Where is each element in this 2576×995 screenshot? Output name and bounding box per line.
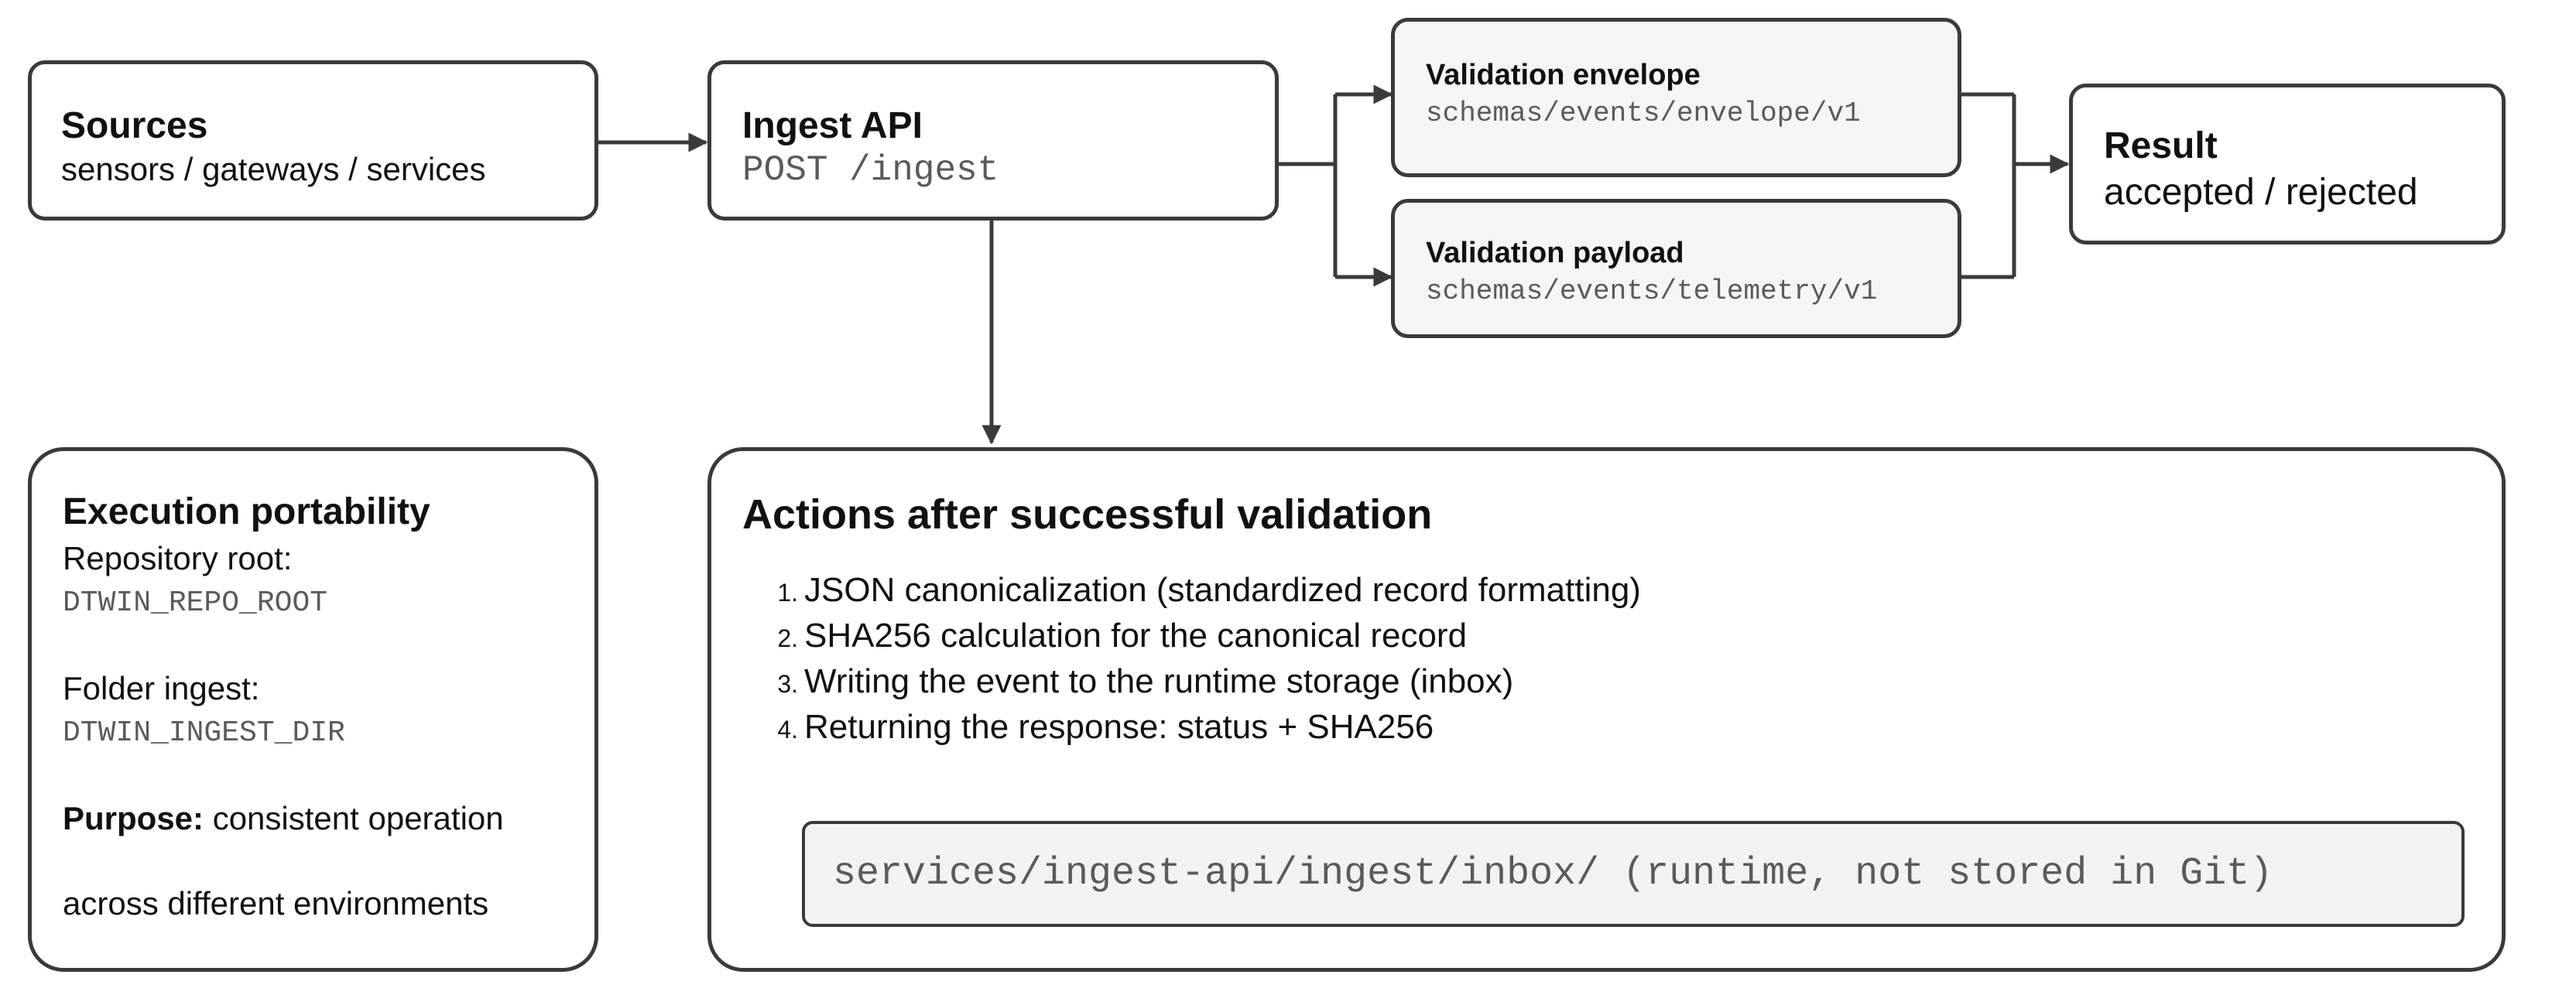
validation-envelope-title: Validation envelope — [1426, 59, 1701, 91]
repo-root-var: DTWIN_REPO_ROOT — [63, 586, 328, 620]
storage-path-box: services/ingest-api/ingest/inbox/ (runti… — [802, 821, 2465, 927]
list-item: 2.SHA256 calculation for the canonical r… — [777, 617, 1468, 655]
result-value: accepted / rejected — [2104, 172, 2418, 213]
sources-box: Sources sensors / gateways / services — [28, 60, 598, 221]
validation-payload-schema: schemas/events/telemetry/v1 — [1426, 275, 1878, 307]
ingest-api-endpoint: POST /ingest — [742, 150, 999, 190]
result-box: Result accepted / rejected — [2069, 84, 2506, 244]
folder-ingest-label: Folder ingest: — [63, 670, 260, 706]
actions-title: Actions after successful validation — [742, 491, 1433, 538]
purpose-text-2: across different environments — [63, 885, 489, 921]
purpose-text: consistent operation — [212, 800, 504, 836]
portability-title: Execution portability — [63, 491, 430, 532]
validation-envelope-box: Validation envelope schemas/events/envel… — [1391, 18, 1961, 177]
folder-ingest-var: DTWIN_INGEST_DIR — [63, 716, 345, 750]
list-item: 1.JSON canonicalization (standardized re… — [777, 571, 1641, 609]
result-title: Result — [2104, 125, 2218, 166]
validation-payload-box: Validation payload schemas/events/teleme… — [1391, 199, 1961, 338]
actions-steps-list: 1.JSON canonicalization (standardized re… — [766, 569, 2502, 751]
repo-root-label: Repository root: — [63, 540, 293, 576]
ingest-api-title: Ingest API — [742, 105, 923, 146]
actions-box: Actions after successful validation 1.JS… — [707, 447, 2506, 972]
sources-subtitle: sensors / gateways / services — [61, 151, 486, 187]
storage-path: services/ingest-api/ingest/inbox/ (runti… — [833, 851, 2273, 896]
purpose-label: Purpose: — [63, 800, 204, 836]
list-item: 4.Returning the response: status + SHA25… — [777, 708, 1434, 746]
validation-payload-title: Validation payload — [1426, 237, 1684, 269]
sources-title: Sources — [61, 105, 208, 146]
list-item: 3.Writing the event to the runtime stora… — [777, 662, 1514, 700]
purpose-line: Purpose: consistent operation — [63, 796, 594, 841]
validation-envelope-schema: schemas/events/envelope/v1 — [1426, 97, 1861, 129]
execution-portability-box: Execution portability Repository root: D… — [28, 447, 598, 972]
ingest-api-box: Ingest API POST /ingest — [707, 60, 1279, 221]
